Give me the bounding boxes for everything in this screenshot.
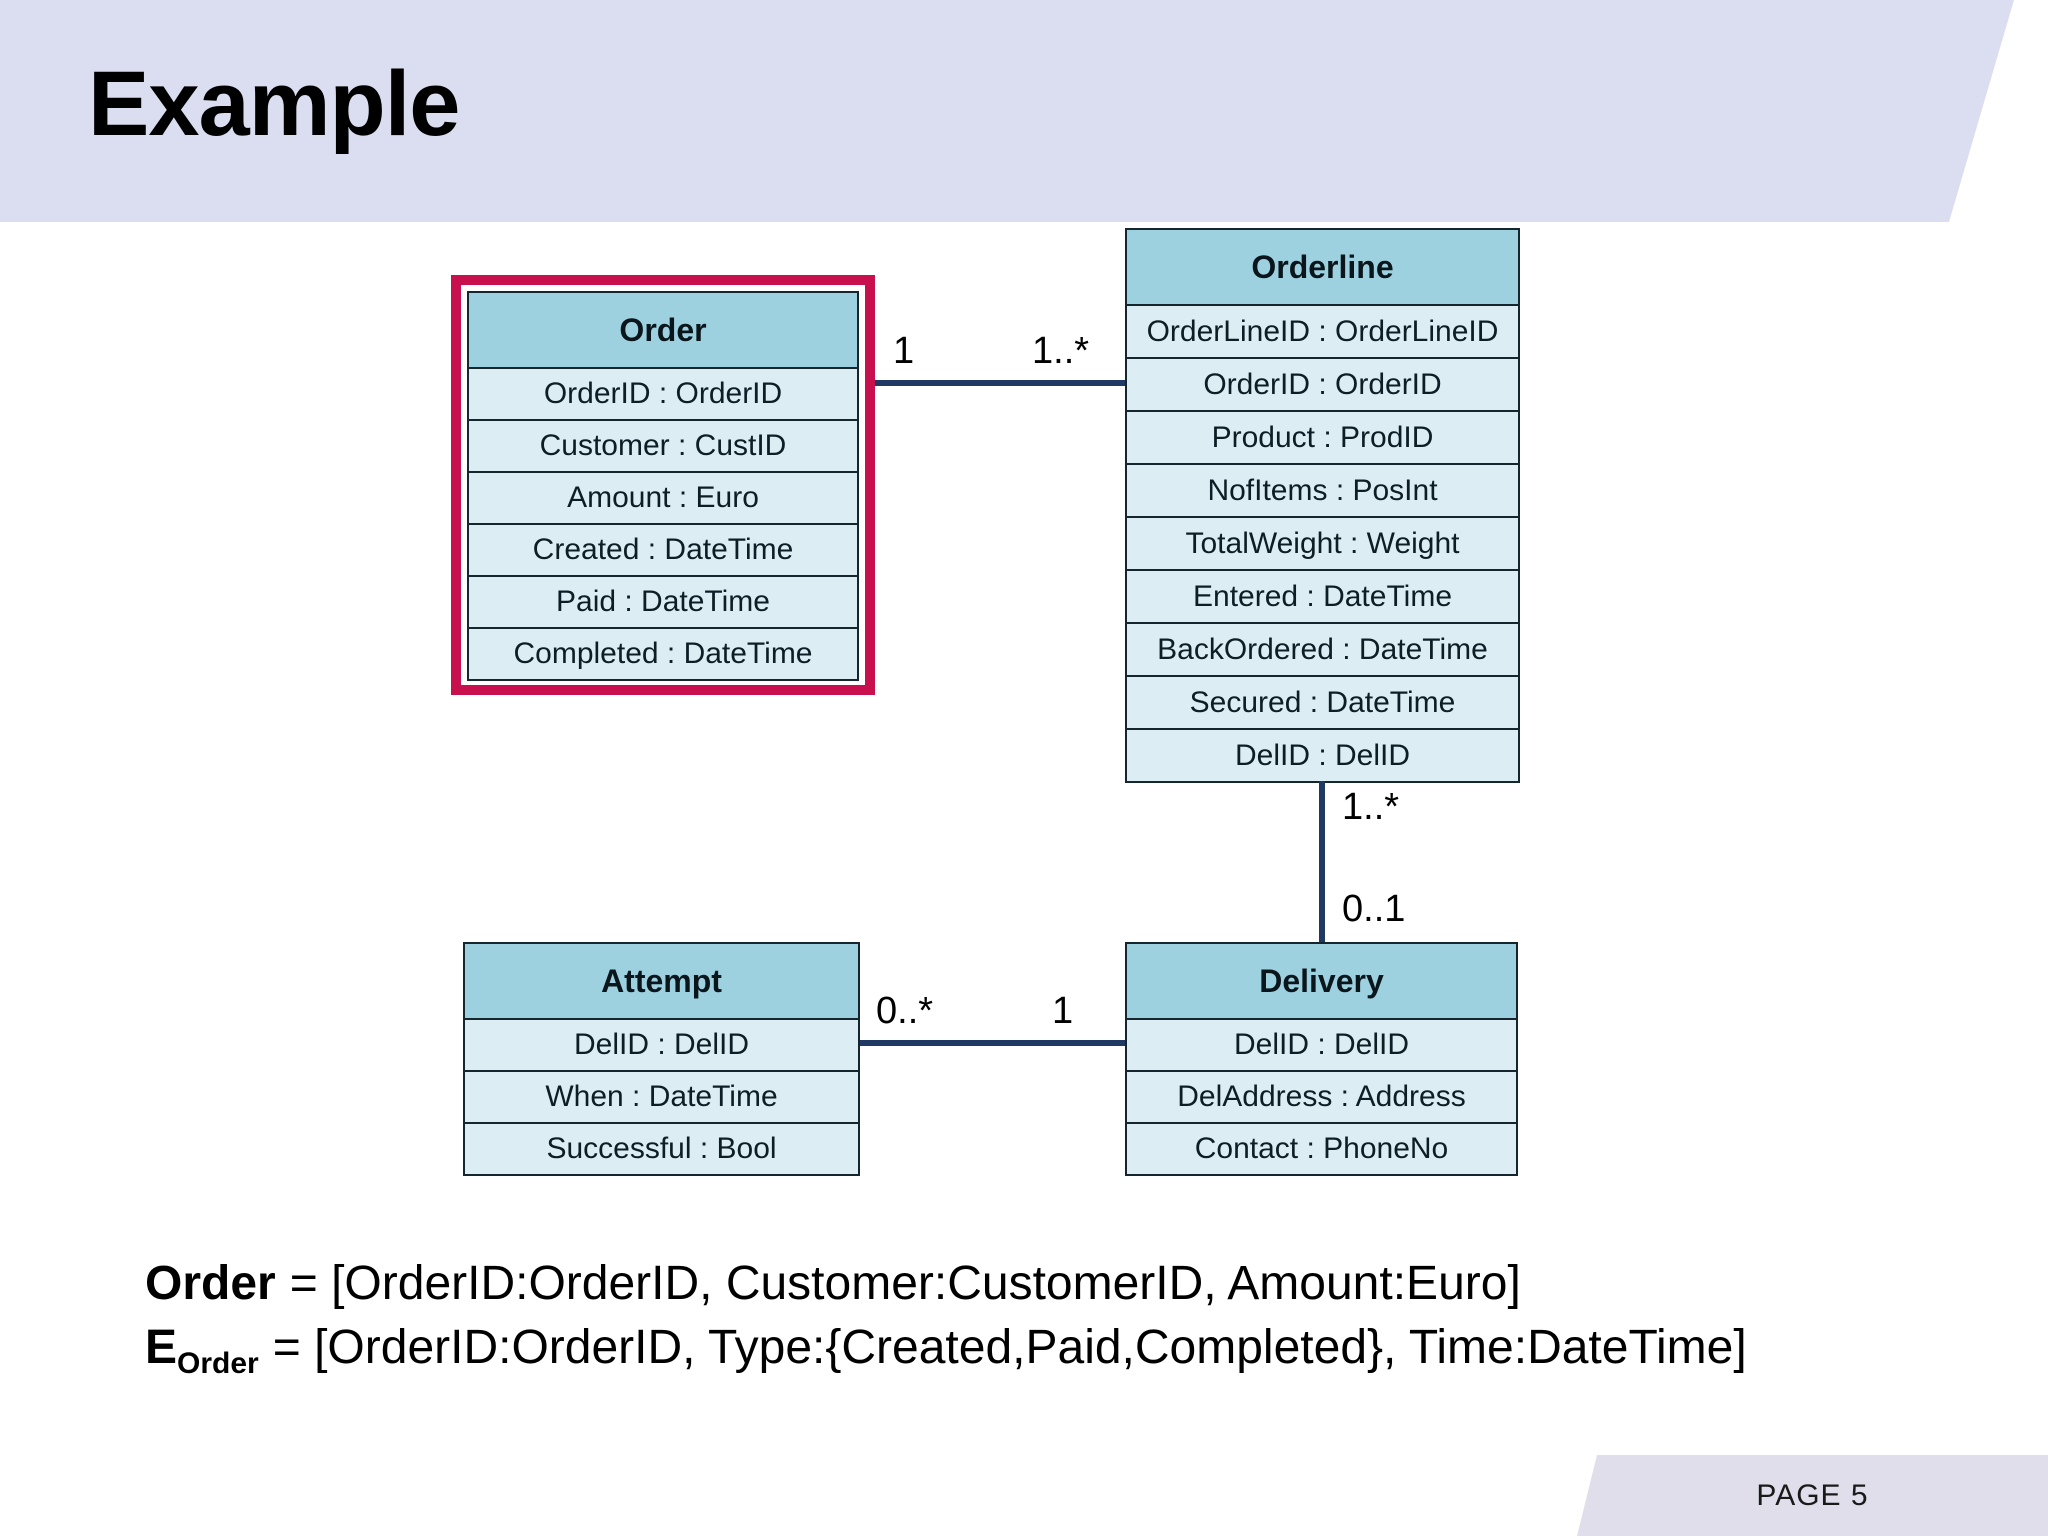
attribute-row: Secured : DateTime <box>1127 677 1518 730</box>
formula-order: Order= [OrderID:OrderID, Customer:Custom… <box>145 1252 1747 1316</box>
multiplicity-orderline-delivery-bottom: 0..1 <box>1342 888 1406 930</box>
formula-e-order: EOrder = [OrderID:OrderID, Type:{Created,… <box>145 1316 1747 1396</box>
entity-delivery-title: Delivery <box>1127 944 1516 1020</box>
multiplicity-order-side: 1 <box>893 330 915 372</box>
formula-e-order-lhs: E <box>145 1321 178 1374</box>
attribute-row: When : DateTime <box>465 1072 858 1124</box>
entity-attempt-title: Attempt <box>465 944 858 1020</box>
attribute-row: NofItems : PosInt <box>1127 465 1518 518</box>
multiplicity-delivery-side: 1 <box>1052 990 1074 1032</box>
formula-order-lhs: Order <box>145 1257 276 1310</box>
entity-order-title: Order <box>469 293 857 369</box>
footer-band: PAGE 5 <box>1577 1455 2048 1536</box>
attribute-row: Contact : PhoneNo <box>1127 1124 1516 1174</box>
formula-e-order-rhs: = [OrderID:OrderID, Type:{Created,Paid,C… <box>272 1321 1747 1374</box>
attribute-row: Entered : DateTime <box>1127 571 1518 624</box>
association-line-order-orderline <box>875 380 1125 386</box>
attribute-row: DelID : DelID <box>1127 730 1518 781</box>
multiplicity-orderline-delivery-top: 1..* <box>1342 786 1400 828</box>
multiplicity-attempt-side: 0..* <box>876 990 934 1032</box>
attribute-row: Product : ProdID <box>1127 412 1518 465</box>
attribute-row: Customer : CustID <box>469 421 857 473</box>
formula-e-order-subscript: Order <box>177 1347 259 1380</box>
formula-order-rhs: = [OrderID:OrderID, Customer:CustomerID,… <box>289 1257 1521 1310</box>
slide-title: Example <box>88 53 460 155</box>
attribute-row: Successful : Bool <box>465 1124 858 1174</box>
formula-block: Order= [OrderID:OrderID, Customer:Custom… <box>145 1252 1747 1396</box>
attribute-row: BackOrdered : DateTime <box>1127 624 1518 677</box>
entity-orderline-title: Orderline <box>1127 230 1518 306</box>
attribute-row: Amount : Euro <box>469 473 857 525</box>
attribute-row: OrderLineID : OrderLineID <box>1127 306 1518 359</box>
header-band <box>0 0 2014 222</box>
attribute-row: OrderID : OrderID <box>469 369 857 421</box>
attribute-row: Completed : DateTime <box>469 629 857 679</box>
attribute-row: Paid : DateTime <box>469 577 857 629</box>
multiplicity-orderline-side: 1..* <box>1032 330 1090 372</box>
attribute-row: TotalWeight : Weight <box>1127 518 1518 571</box>
attribute-row: DelAddress : Address <box>1127 1072 1516 1124</box>
attribute-row: Created : DateTime <box>469 525 857 577</box>
attribute-row: DelID : DelID <box>1127 1020 1516 1072</box>
association-line-attempt-delivery <box>860 1040 1125 1046</box>
association-line-orderline-delivery <box>1319 781 1325 942</box>
attribute-row: OrderID : OrderID <box>1127 359 1518 412</box>
order-highlight-frame <box>451 275 875 695</box>
attribute-row: DelID : DelID <box>465 1020 858 1072</box>
page-number: PAGE 5 <box>1756 1479 1869 1512</box>
